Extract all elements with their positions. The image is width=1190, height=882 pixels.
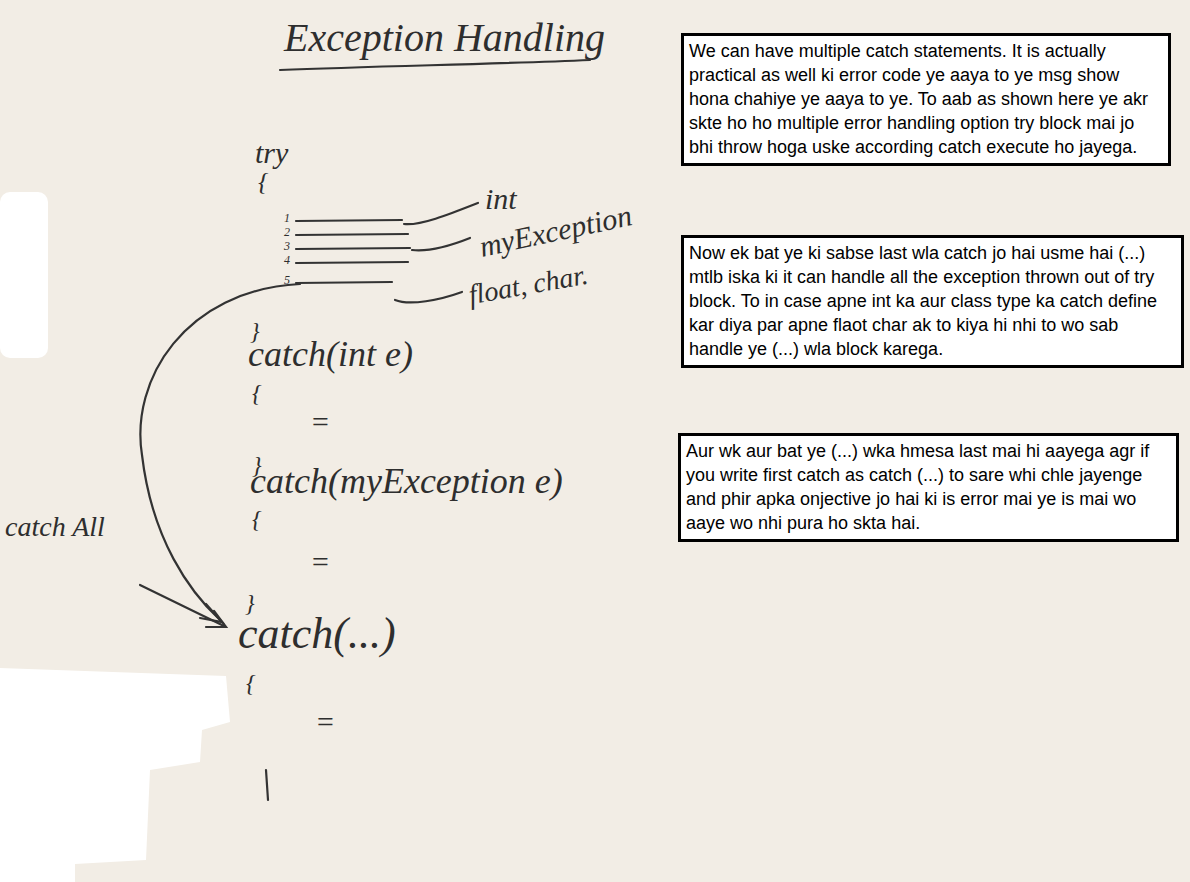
note-box: Now ek bat ye ki sabse last wla catch jo…	[681, 235, 1184, 368]
code-line	[296, 282, 392, 283]
body-mark: =	[315, 705, 335, 738]
code-line	[296, 262, 408, 263]
tick-line	[404, 203, 478, 224]
body-mark: =	[310, 405, 330, 438]
note-text: Now ek bat ye ki sabse last wla catch jo…	[689, 241, 1176, 361]
title-underline	[280, 60, 590, 70]
note-text: We can have multiple catch statements. I…	[689, 39, 1163, 159]
brace: {	[258, 168, 268, 197]
body-mark: =	[310, 545, 330, 578]
keyword: try	[255, 136, 288, 169]
line-number: 5	[284, 274, 290, 287]
mask-blob	[0, 192, 48, 358]
code-line	[296, 220, 402, 221]
line-number: 2	[284, 226, 290, 239]
tick-line	[395, 292, 462, 302]
note-box: Aur wk aur bat ye (...) wka hmesa last m…	[678, 433, 1179, 542]
code-line	[296, 248, 410, 249]
type-note: float, char.	[466, 260, 590, 311]
line-number: 1	[284, 212, 290, 225]
line-number: 4	[284, 254, 290, 267]
tick-line	[412, 238, 470, 250]
line-number: 3	[284, 240, 290, 253]
catch-clause: catch(...)	[238, 610, 396, 658]
catch-clause: catch(int e)	[248, 335, 413, 375]
brace: {	[252, 506, 262, 532]
arrow-head	[206, 611, 226, 627]
note-box: We can have multiple catch statements. I…	[681, 33, 1171, 166]
note-text: Aur wk aur bat ye (...) wka hmesa last m…	[686, 439, 1171, 535]
mask-blob	[0, 668, 230, 882]
title: Exception Handling	[284, 16, 605, 60]
code-line	[296, 234, 408, 235]
pointer-arrow	[140, 585, 224, 626]
catch-clause: catch(myException e)	[250, 462, 563, 502]
closing-mark	[266, 770, 268, 800]
brace: {	[246, 670, 256, 696]
brace: {	[252, 380, 262, 406]
type-note: int	[485, 182, 517, 215]
annotation: catch All	[5, 512, 105, 543]
